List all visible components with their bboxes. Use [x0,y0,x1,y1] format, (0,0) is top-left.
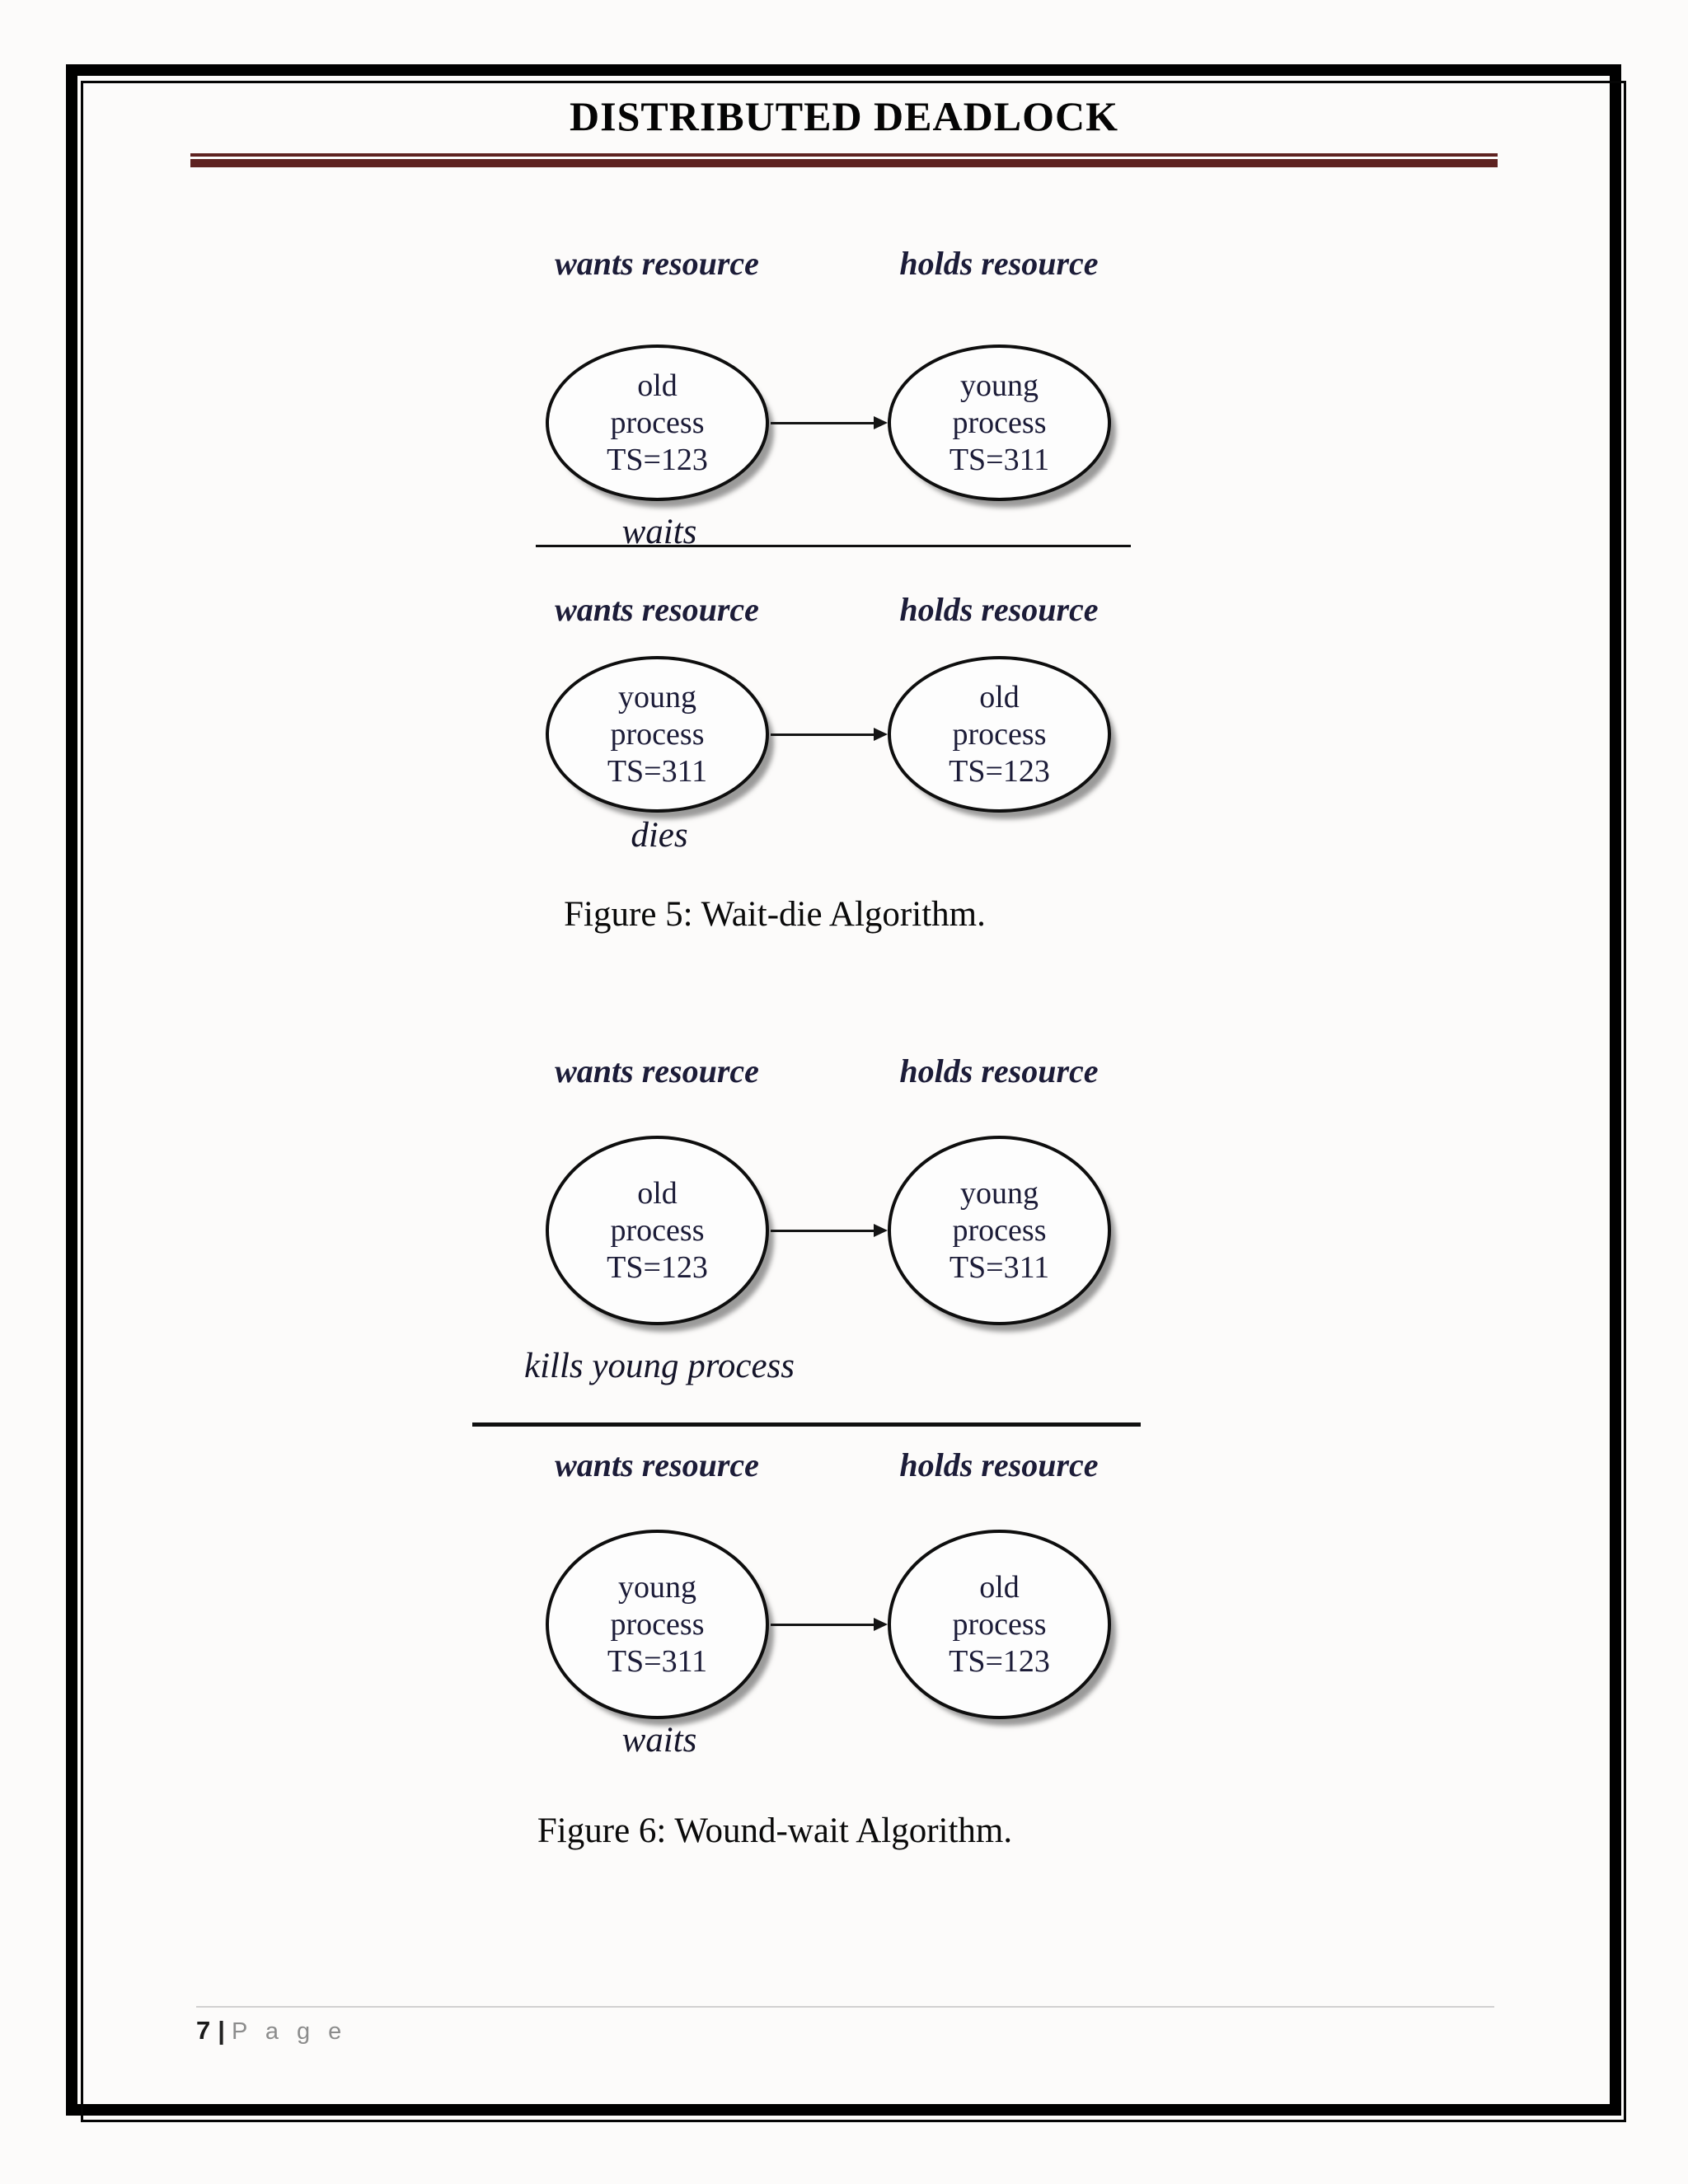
node-line: process [952,1606,1047,1642]
node-line: process [952,716,1047,752]
node-line: process [610,405,705,440]
wait-die-panel-old-waits: wants resource holds resource old proces… [0,244,1688,551]
process-node-right: young process TS=311 [888,344,1111,501]
footer-page-label: P a g e [231,2018,348,2045]
wait-die-panel-young-dies: wants resource holds resource young proc… [0,590,1688,855]
footer-separator: | [218,2016,225,2045]
node-line: process [952,1212,1047,1248]
process-node-left: young process TS=311 [546,656,769,813]
outcome-label: kills young process [523,1347,795,1385]
page-footer: 7 | P a g e [196,2016,347,2046]
node-line: old [637,368,678,403]
title-accent-rule-thin [190,153,1498,157]
figure6-caption: Figure 6: Wound-wait Algorithm. [537,1811,1013,1850]
node-line: young [618,679,696,715]
wants-resource-header: wants resource [555,1052,759,1090]
arrow-right-icon [771,415,888,430]
figure5-caption: Figure 5: Wait-die Algorithm. [564,895,986,934]
footer-rule [196,2006,1494,2008]
node-line: process [952,405,1047,440]
node-line: process [610,1606,705,1642]
holds-resource-header: holds resource [899,1052,1099,1090]
node-line: process [610,1212,705,1248]
process-node-right: old process TS=123 [888,1530,1111,1719]
panel-divider-line [536,545,1131,547]
process-node-left: young process TS=311 [546,1530,769,1719]
node-line: TS=123 [949,1643,1050,1679]
node-line: TS=311 [607,1643,708,1679]
node-line: young [618,1569,696,1605]
node-line: TS=311 [949,1249,1050,1285]
node-line: young [960,1175,1039,1211]
arrow-right-icon [771,1617,888,1632]
holds-resource-header: holds resource [899,245,1099,282]
process-node-right: young process TS=311 [888,1136,1111,1325]
title-accent-rule-thick [190,159,1498,167]
holds-resource-header: holds resource [899,1446,1099,1483]
wants-resource-header: wants resource [555,245,759,282]
arrow-right-icon [771,1223,888,1238]
node-line: TS=123 [607,442,708,477]
process-node-left: old process TS=123 [546,344,769,501]
wants-resource-header: wants resource [555,1446,759,1483]
node-line: TS=123 [607,1249,708,1285]
page-border-outer [66,64,1621,2116]
process-node-left: old process TS=123 [546,1136,769,1325]
node-line: young [960,368,1039,403]
outcome-label: waits [621,1721,697,1760]
node-line: process [610,716,705,752]
panel-divider-line [472,1422,1141,1427]
node-line: old [637,1175,678,1211]
page-number: 7 [196,2016,211,2045]
arrow-right-icon [771,727,888,742]
node-line: TS=123 [949,753,1050,789]
node-line: TS=311 [949,442,1050,477]
node-line: old [979,679,1020,715]
wants-resource-header: wants resource [555,591,759,628]
holds-resource-header: holds resource [899,591,1099,628]
page-title: DISTRIBUTED DEADLOCK [570,93,1118,139]
node-line: TS=311 [607,753,708,789]
process-node-right: old process TS=123 [888,656,1111,813]
node-line: old [979,1569,1020,1605]
outcome-label: dies [631,816,688,855]
page-border-inner [81,81,1626,2122]
